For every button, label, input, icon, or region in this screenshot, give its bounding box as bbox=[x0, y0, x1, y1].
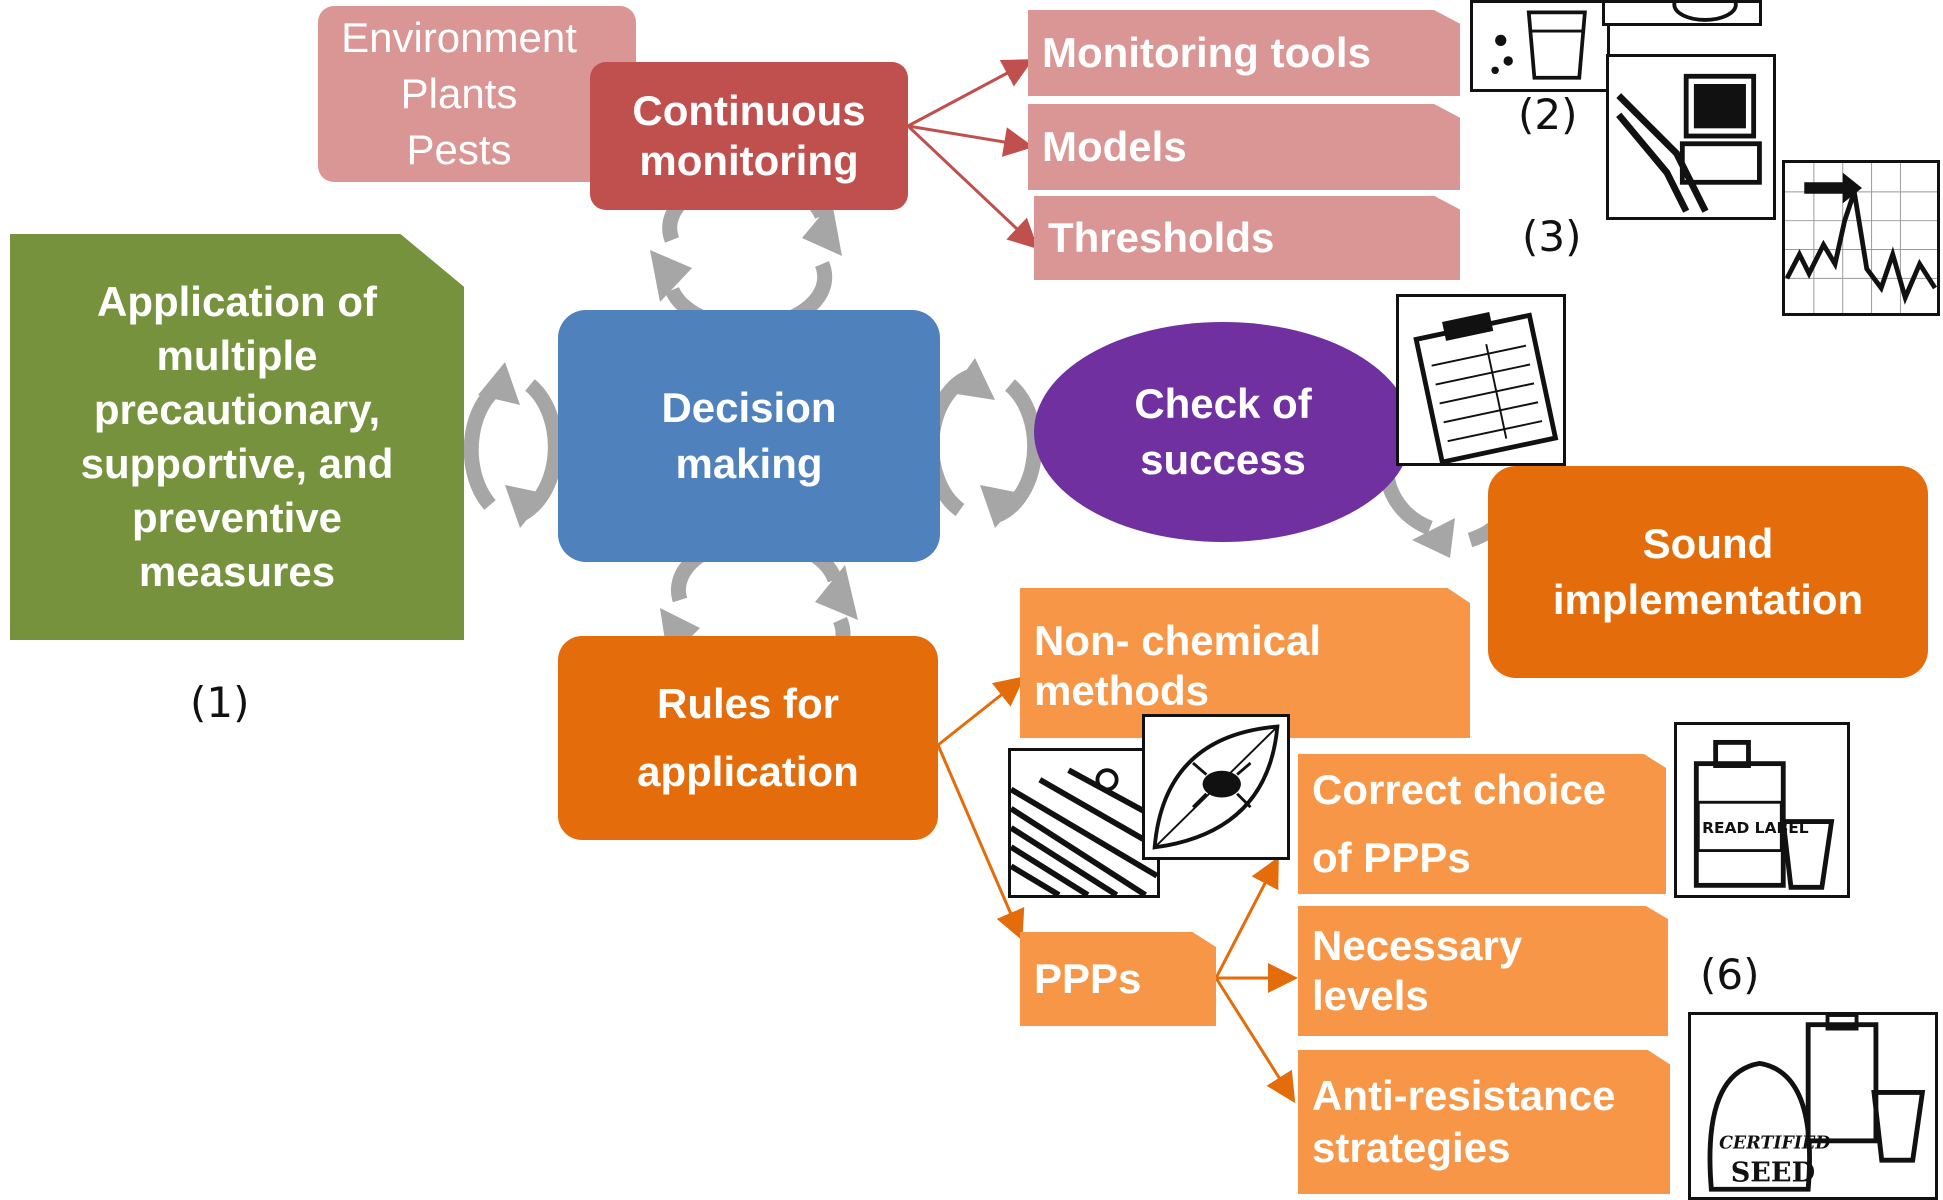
correct-choice-label: Correct choice bbox=[1312, 766, 1607, 813]
ppps-box: PPPs bbox=[1020, 932, 1216, 1026]
cycle-icon-middle bbox=[924, 358, 1043, 528]
continuous-label: Continuous bbox=[632, 87, 866, 134]
sound-implementation-box: Sound implementation bbox=[1488, 466, 1928, 678]
field-rows-picture bbox=[1008, 748, 1160, 898]
making-label: making bbox=[675, 440, 823, 487]
reference-number-3: (3) bbox=[1522, 212, 1582, 261]
decision-label: Decision bbox=[661, 384, 837, 431]
models-label: Models bbox=[1042, 123, 1187, 170]
decision-making-box: Decision making bbox=[558, 310, 940, 562]
reference-number-2: (2) bbox=[1518, 90, 1578, 139]
rules-arrows bbox=[936, 676, 1298, 1104]
application-line-5: preventive bbox=[131, 494, 343, 541]
necessary-label: Necessary bbox=[1312, 922, 1523, 969]
success-label: success bbox=[1140, 436, 1306, 483]
rules-for-application-box: Rules for application bbox=[558, 636, 938, 840]
application-line-2: multiple bbox=[156, 332, 318, 379]
monitoring-label: monitoring bbox=[639, 137, 859, 184]
bucket-insects-picture bbox=[1470, 0, 1610, 92]
check-of-label: Check of bbox=[1134, 380, 1312, 427]
application-line-3: precautionary, bbox=[93, 386, 381, 433]
application-line-6: measures bbox=[138, 548, 336, 595]
necessary-levels-box: Necessary levels bbox=[1298, 906, 1668, 1036]
magnifier-picture bbox=[1602, 0, 1762, 26]
pests-label: Pests bbox=[406, 126, 512, 173]
certified-seed-picture: CERTIFIED SEED bbox=[1688, 1012, 1938, 1200]
environment-box: Environment Plants Pests bbox=[318, 6, 636, 182]
monitoring-tools-label: Monitoring tools bbox=[1042, 29, 1371, 76]
correct-choice-box: Correct choice of PPPs bbox=[1298, 754, 1666, 894]
application-line-4: supportive, and bbox=[80, 440, 394, 487]
clipboard-picture bbox=[1396, 294, 1566, 466]
anti-resistance-label: Anti-resistance bbox=[1312, 1072, 1616, 1119]
application-measures-box: Application of multiple precautionary, s… bbox=[10, 234, 464, 640]
anti-resistance-box: Anti-resistance strategies bbox=[1298, 1050, 1670, 1194]
seed-text: SEED bbox=[1731, 1158, 1815, 1189]
application-label: application bbox=[637, 748, 859, 795]
rules-for-label: Rules for bbox=[656, 680, 840, 727]
thresholds-box: Thresholds bbox=[1034, 196, 1460, 280]
certified-text: CERTIFIED bbox=[1719, 1134, 1830, 1154]
reference-number-1: (1) bbox=[190, 678, 250, 727]
methods-label: methods bbox=[1034, 667, 1210, 714]
levels-label: levels bbox=[1312, 972, 1429, 1019]
check-of-success-ellipse: Check of success bbox=[1034, 322, 1412, 542]
non-chemical-methods-box: Non- chemical methods bbox=[1020, 588, 1470, 738]
reference-number-6: (6) bbox=[1700, 950, 1760, 999]
cycle-icon-left bbox=[463, 362, 563, 528]
sound-label: Sound bbox=[1642, 520, 1774, 567]
computer-picture bbox=[1606, 54, 1776, 220]
implementation-label: implementation bbox=[1552, 576, 1864, 623]
strategies-label: strategies bbox=[1312, 1124, 1511, 1171]
environment-label: Environment bbox=[341, 14, 577, 61]
read-label-bottle-picture: READ LABEL bbox=[1674, 722, 1850, 898]
line-chart-picture bbox=[1782, 160, 1940, 316]
monitoring-tools-box: Monitoring tools bbox=[1028, 10, 1460, 96]
thresholds-label: Thresholds bbox=[1048, 214, 1275, 261]
leaf-insect-picture bbox=[1142, 714, 1290, 860]
plants-label: Plants bbox=[400, 70, 518, 117]
non-chemical-label: Non- chemical bbox=[1034, 617, 1322, 664]
monitoring-arrows bbox=[906, 59, 1039, 250]
models-box: Models bbox=[1028, 104, 1460, 190]
continuous-monitoring-box: Continuous monitoring bbox=[590, 62, 908, 210]
application-line-1: Application of bbox=[97, 278, 377, 325]
of-ppps-label: of PPPs bbox=[1312, 834, 1471, 881]
ppps-label: PPPs bbox=[1034, 955, 1142, 1002]
